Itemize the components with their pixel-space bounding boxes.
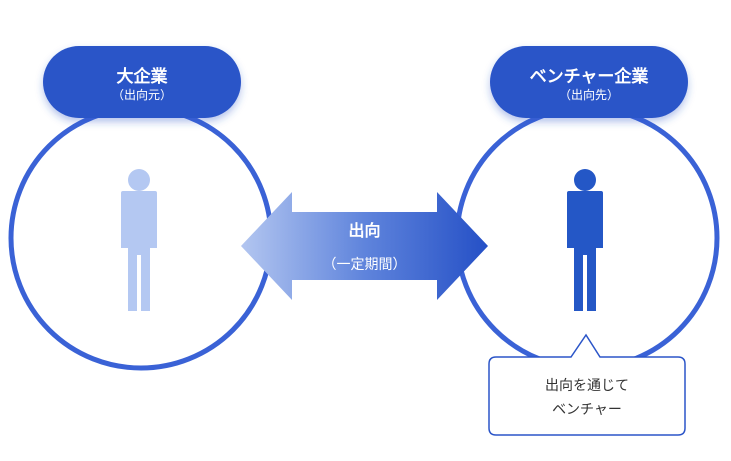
bubble-line-1: 出向を通じて xyxy=(545,378,629,394)
person-icon-right xyxy=(567,169,603,311)
left-org-pill xyxy=(43,46,241,118)
left-org-title: 大企業 xyxy=(116,67,168,87)
right-org-subtitle: （出向先） xyxy=(558,88,619,102)
right-org-title: ベンチャー企業 xyxy=(529,67,649,87)
arrow-subtitle: （一定期間） xyxy=(322,257,407,273)
secondment-arrow xyxy=(241,192,488,300)
right-org-pill xyxy=(490,46,688,118)
person-icon-left xyxy=(121,169,157,311)
arrow-title: 出向 xyxy=(348,221,381,240)
left-org-subtitle: （出向元） xyxy=(111,88,172,102)
speech-bubble xyxy=(488,333,686,436)
bubble-line-2: ベンチャー xyxy=(552,402,622,418)
